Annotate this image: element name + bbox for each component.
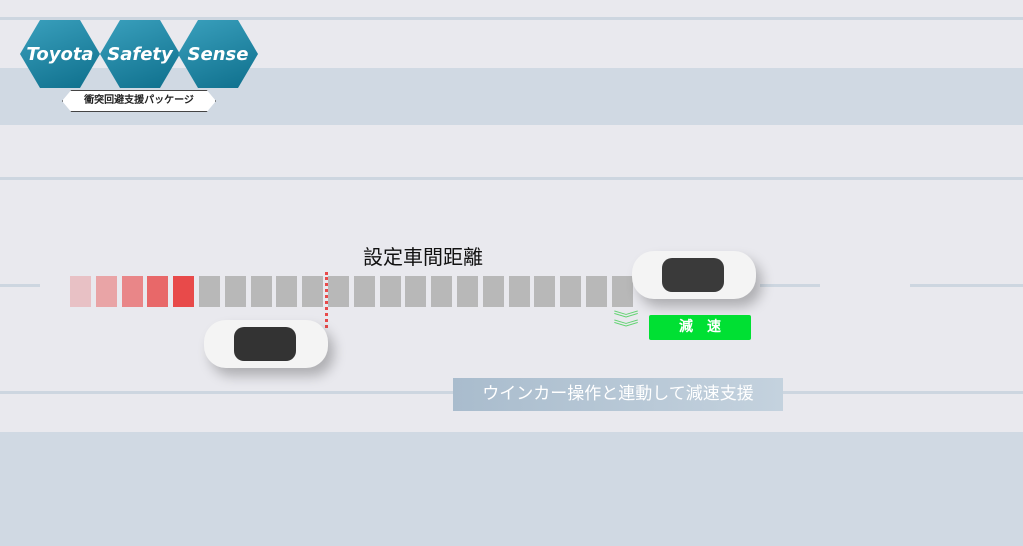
- lane-line: [0, 177, 1023, 180]
- gap-block-grey: [379, 276, 401, 307]
- lead-car: [632, 251, 756, 299]
- gap-block-red: [70, 276, 91, 307]
- distance-label: 設定車間距離: [363, 245, 483, 269]
- gap-block-grey: [508, 276, 530, 307]
- lane-divider: [910, 284, 1023, 287]
- lane-divider: [760, 284, 820, 287]
- lane-divider: [0, 284, 40, 287]
- gap-block-grey: [431, 276, 453, 307]
- gap-block-grey: [199, 276, 220, 307]
- gap-block-red: [147, 276, 169, 307]
- gap-block-grey: [276, 276, 298, 307]
- own-car: [204, 320, 328, 368]
- gap-block-grey: [405, 276, 427, 307]
- gap-block-red: [121, 276, 143, 307]
- gap-block-red: [95, 276, 117, 307]
- gap-block-grey: [224, 276, 246, 307]
- road-shoulder: [0, 432, 1023, 546]
- gap-block-grey: [353, 276, 375, 307]
- decel-badge: 減 速: [649, 315, 751, 340]
- gap-block-grey: [302, 276, 324, 307]
- gap-block-grey: [457, 276, 478, 307]
- gap-block-grey: [534, 276, 556, 307]
- lane-line: [0, 17, 1023, 20]
- gap-block-grey: [560, 276, 582, 307]
- gap-block-grey: [482, 276, 504, 307]
- logo-subtitle: 衝突回避支援パッケージ: [62, 90, 216, 112]
- gap-block-grey: [328, 276, 349, 307]
- gap-block-red: [173, 276, 195, 307]
- gap-marker-line: [325, 272, 328, 328]
- gap-block-grey: [611, 276, 633, 307]
- gap-block-grey: [250, 276, 272, 307]
- gap-block-grey: [586, 276, 607, 307]
- decel-chevron-icon: ︾︾: [613, 309, 639, 337]
- caption-banner: ウインカー操作と連動して減速支援: [453, 378, 783, 411]
